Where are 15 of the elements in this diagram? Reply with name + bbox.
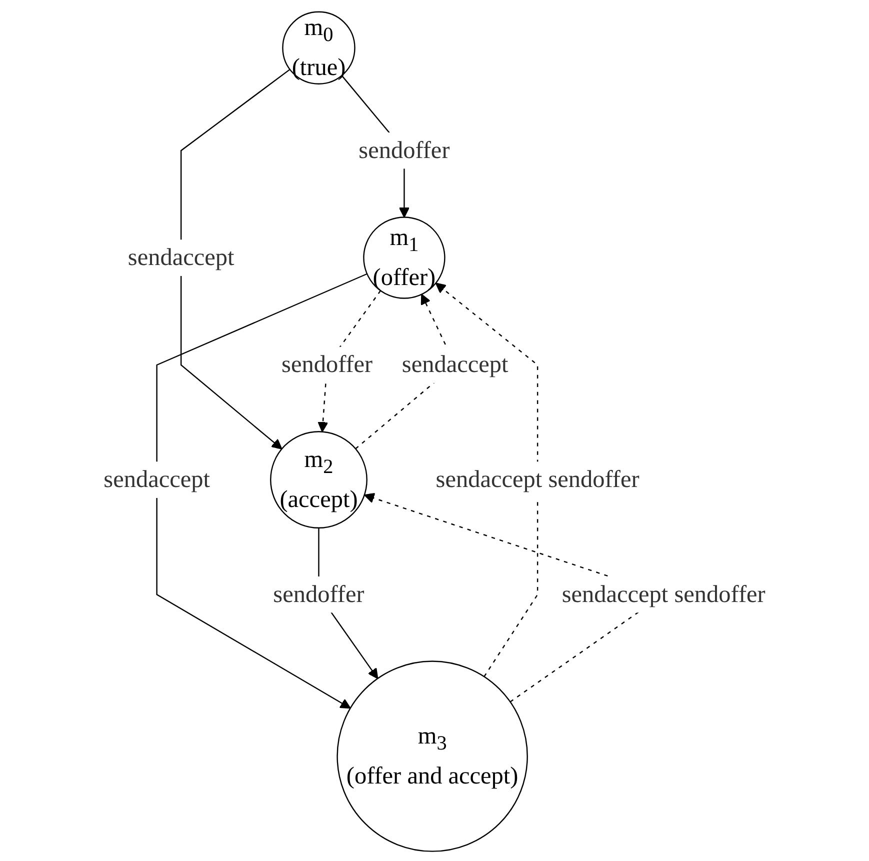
arrow [435, 282, 538, 677]
node-circle: m$_{2}$ (accept) [270, 431, 368, 528]
node-circle: m$_{0}$ (true) [282, 11, 356, 84]
node-circle: m$_{1}$ (offer) [363, 216, 446, 299]
arrow [180, 68, 290, 450]
edge-label: sendoffer [282, 352, 373, 378]
edge-label: sendoffer [358, 137, 450, 164]
edge-label: sendaccept [402, 352, 508, 378]
edge-label: sendaccept sendoffer [562, 581, 766, 608]
edge-label: sendoffer [273, 581, 364, 608]
node-circle: m$_{3}$ (offer and accept) [336, 660, 528, 852]
edge-label: sendaccept sendoffer [436, 466, 640, 494]
edge-label: sendaccept [128, 244, 234, 272]
arrow [156, 273, 368, 709]
edge-label: sendaccept [104, 466, 210, 494]
